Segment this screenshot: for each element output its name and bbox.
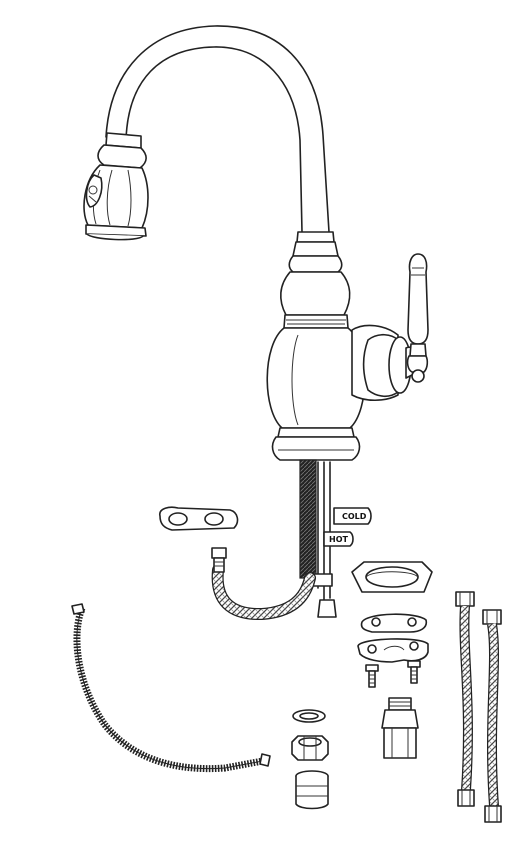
flat-washer [292, 709, 326, 723]
supply-line-right [482, 609, 502, 823]
mounting-deck-plate [351, 561, 433, 593]
threaded-coupling [295, 770, 329, 810]
cold-tag: COLD [333, 507, 372, 525]
spray-button-icon [85, 174, 103, 208]
hose-guide-bracket [159, 506, 239, 531]
hot-tag: HOT [323, 531, 354, 547]
hot-label: HOT [329, 535, 348, 544]
mounting-screw-left [365, 664, 379, 688]
cold-label: COLD [342, 512, 367, 521]
gasket-plate [360, 613, 428, 633]
side-lever-handle [351, 253, 429, 402]
gooseneck-spout [105, 25, 330, 233]
hose-adapter-fitting [381, 697, 419, 759]
faucet-body [266, 231, 366, 461]
hose-coil-spring [71, 603, 271, 773]
supply-line-left [455, 591, 475, 807]
pull-out-hose [211, 547, 316, 621]
hex-nut [291, 735, 329, 761]
mounting-screw-right [407, 660, 421, 684]
pull-down-spray-head [83, 132, 149, 241]
mounting-bracket [357, 638, 429, 663]
